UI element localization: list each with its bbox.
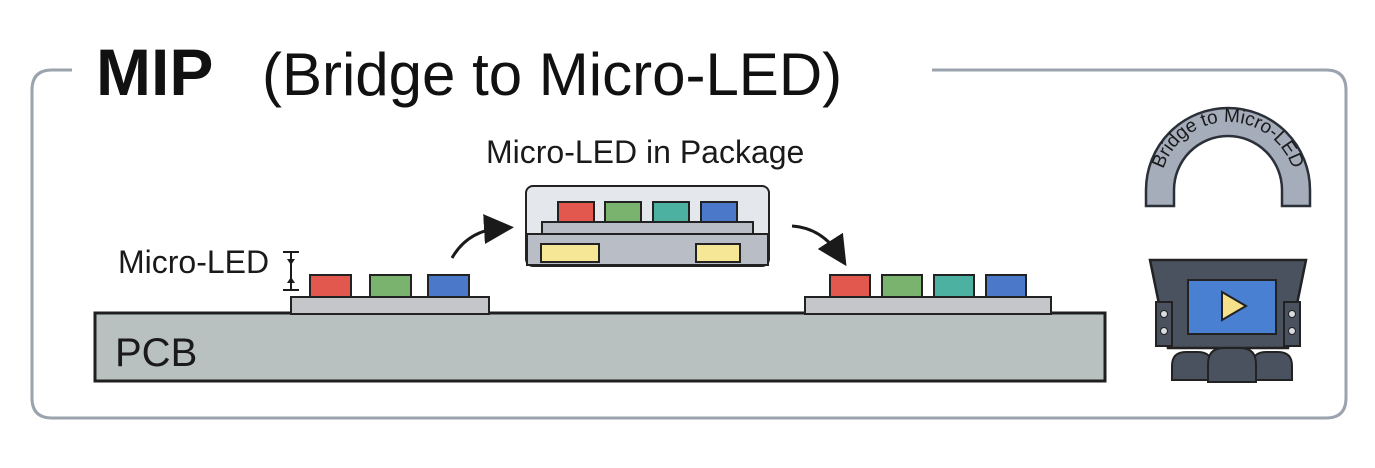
package-contact-right [695, 243, 741, 263]
curved-arrow-icon-left [450, 214, 514, 259]
pcb-board [93, 311, 1107, 383]
curved-arrow-icon-right [791, 224, 847, 267]
dimension-marker-icon [283, 251, 299, 291]
pcb-label: PCB [115, 331, 197, 375]
led-green-right [881, 274, 923, 298]
title-subtitle: (Bridge to Micro-LED) [262, 41, 842, 108]
micro-led-label: Micro-LED [118, 244, 269, 280]
led-green-left [369, 274, 412, 298]
led-blue-right [985, 274, 1027, 298]
package-led-red [557, 201, 595, 223]
led-red-left [309, 274, 352, 298]
led-red-right [829, 274, 871, 298]
substrate-right [804, 296, 1052, 315]
package-led-teal [652, 201, 690, 223]
package-label: Micro-LED in Package [486, 134, 804, 170]
led-teal-right [933, 274, 975, 298]
bridge-arch-icon: Bridge to Micro-LED [1144, 106, 1312, 208]
substrate-left [290, 296, 490, 315]
title-main: MIP [96, 35, 213, 109]
led-blue-left [427, 274, 470, 298]
package-inner-layer [541, 221, 754, 235]
frame [30, 68, 1348, 420]
package-contact-left [540, 243, 600, 263]
home-theater-icon [1148, 258, 1308, 383]
package-led-blue [700, 201, 738, 223]
package-led-green [604, 201, 642, 223]
